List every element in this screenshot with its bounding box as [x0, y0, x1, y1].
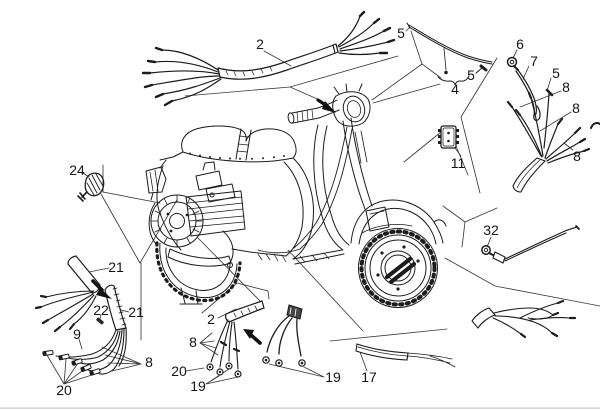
part-spark-plug-cap-24 — [77, 172, 105, 202]
scooter-front-wheel — [358, 228, 438, 308]
part-terminal-22 — [96, 317, 104, 325]
part-terminal-lead-group-right — [506, 56, 600, 193]
scooter-engine — [148, 161, 246, 268]
scooter-rear-wheel — [155, 241, 242, 305]
page-scan-line — [0, 407, 600, 409]
scooter-frame-floor — [231, 157, 345, 265]
scooter-seat — [159, 125, 297, 163]
part-cable-5-top — [406, 22, 493, 65]
part-sheath-21-upper — [34, 255, 101, 333]
part-main-harness-top — [141, 10, 396, 107]
part-sheath-21-lower — [55, 284, 127, 375]
part-screw-5-mid — [475, 64, 488, 74]
direction-arrow-icon-bottom-mid — [243, 329, 262, 345]
direction-arrows — [91, 98, 336, 345]
scooter-illustration — [145, 83, 447, 308]
part-sleeve-17 — [355, 343, 456, 368]
part-harness-bottom-right — [471, 299, 577, 339]
direction-arrow-icon-handlebar — [316, 98, 336, 113]
scooter-front-fork — [342, 117, 390, 232]
direction-arrow-icon-bottom-left — [91, 279, 112, 299]
scooter-front-fender — [350, 199, 447, 245]
part-junction-connector-11 — [438, 125, 459, 149]
scooter-control-cables — [257, 126, 353, 254]
scooter-handlebar-headlamp — [287, 83, 371, 127]
leader-lines — [46, 26, 600, 385]
part-cable-eyelet-32 — [481, 225, 580, 264]
scooter-legshield — [313, 124, 350, 251]
part-harness-bottom-mid — [206, 300, 265, 378]
scooter-rear-body — [145, 159, 182, 251]
part-harness-rings-19 — [262, 304, 306, 367]
part-bullet-connectors-20 — [42, 349, 101, 376]
part-clip-4 — [437, 47, 470, 86]
